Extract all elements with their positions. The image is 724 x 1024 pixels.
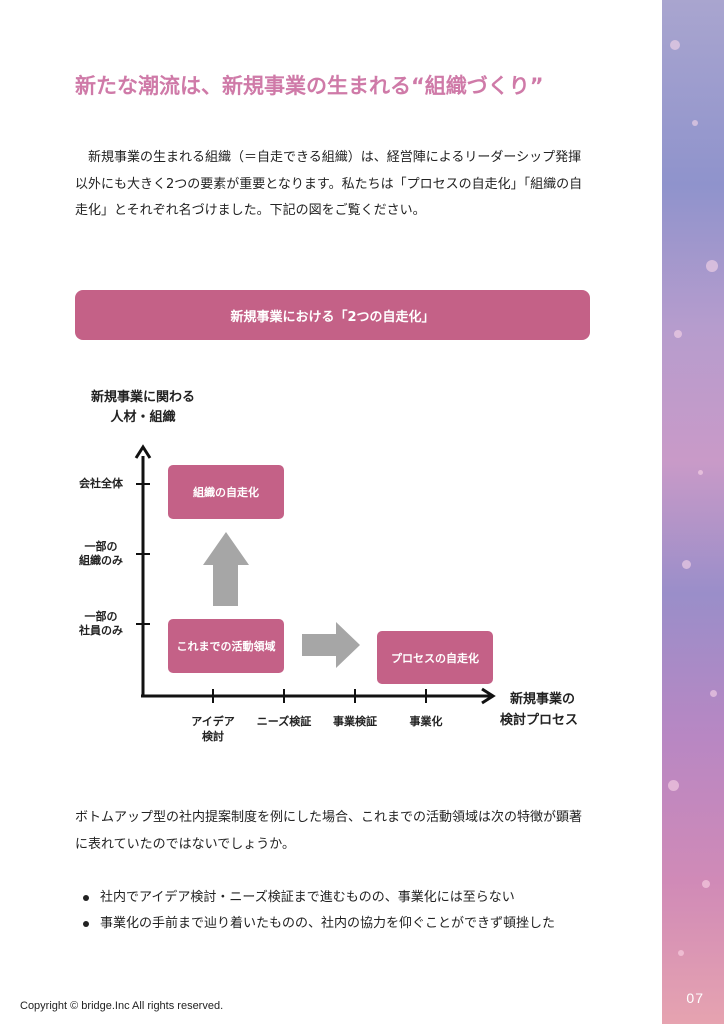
x-stage-idea-line2: 検討 [202,730,224,743]
x-axis-title-line1: 新規事業の [510,692,576,707]
y-axis-title-line1: 新規事業に関わる [90,390,195,405]
x-axis-arrowhead [481,687,496,705]
current-scope-label: これまでの活動領域 [176,640,276,653]
y-level-some-orgs-line2: 組織のみ [79,554,123,567]
list-item-text: 事業化の手前まで辿り着いたものの、社内の協力を仰ぐことができず頓挫した [100,916,556,931]
list-item: 事業化の手前まで辿り着いたものの、社内の協力を仰ぐことができず頓挫した [80,911,590,937]
y-level-company: 会社全体 [66,477,136,491]
process-autonomy-label: プロセスの自走化 [391,651,479,665]
y-axis-title: 新規事業に関わる 人材・組織 [78,388,208,428]
x-stage-needs-text: ニーズ検証 [256,715,312,728]
y-level-some-staff-line1: 一部の [84,610,118,623]
y-axis-arrowhead [134,444,152,459]
x-axis-title-line2: 検討プロセス [500,713,579,728]
process-autonomy-box: プロセスの自走化 [377,631,493,684]
page-number: 07 [686,990,704,1006]
copyright-notice: Copyright © bridge.Inc All rights reserv… [20,1000,224,1012]
list-item: 社内でアイデア検討・ニーズ検証まで進むものの、事業化には至らない [80,885,590,911]
feature-list: 社内でアイデア検討・ニーズ検証まで進むものの、事業化には至らない 事業化の手前ま… [80,885,590,937]
x-stage-launch: 事業化 [386,714,466,729]
y-level-some-staff-line2: 社員のみ [79,624,123,637]
x-stage-launch-text: 事業化 [409,715,443,728]
decorative-side-image: 07 [662,0,724,1024]
body-paragraph: ボトムアップ型の社内提案制度を例にした場合、これまでの活動領域は次の特徴が顕著に… [75,810,583,852]
y-level-company-text: 会社全体 [79,477,123,490]
y-level-some-orgs: 一部の 組織のみ [66,540,136,568]
y-axis-title-line2: 人材・組織 [110,410,176,425]
x-stage-business: 事業検証 [315,714,395,729]
up-arrow [203,532,249,606]
page-title: 新たな潮流は、新規事業の生まれる“組織づくり” [75,74,544,98]
org-autonomy-box: 組織の自走化 [168,465,284,519]
y-level-some-orgs-line1: 一部の [84,540,118,553]
org-autonomy-label: 組織の自走化 [193,486,259,499]
bullet-dot-icon [83,921,89,927]
x-stage-business-text: 事業検証 [333,715,377,728]
section-banner-label: 新規事業における「2つの自走化」 [230,309,435,325]
x-axis-title: 新規事業の 検討プロセス [500,689,590,731]
x-stage-idea: アイデア 検討 [173,714,253,744]
x-stage-idea-line1: アイデア [191,715,235,728]
intro-paragraph: 新規事業の生まれる組織（＝自走できる組織）は、経営陣によるリーダーシップ発揮以外… [75,150,583,218]
list-item-text: 社内でアイデア検討・ニーズ検証まで進むものの、事業化には至らない [100,890,515,905]
bullet-dot-icon [83,895,89,901]
current-scope-box: これまでの活動領域 [168,619,284,673]
x-stage-needs: ニーズ検証 [244,714,324,729]
right-arrow [302,622,360,668]
y-level-some-staff: 一部の 社員のみ [66,610,136,638]
section-banner: 新規事業における「2つの自走化」 [75,290,590,340]
